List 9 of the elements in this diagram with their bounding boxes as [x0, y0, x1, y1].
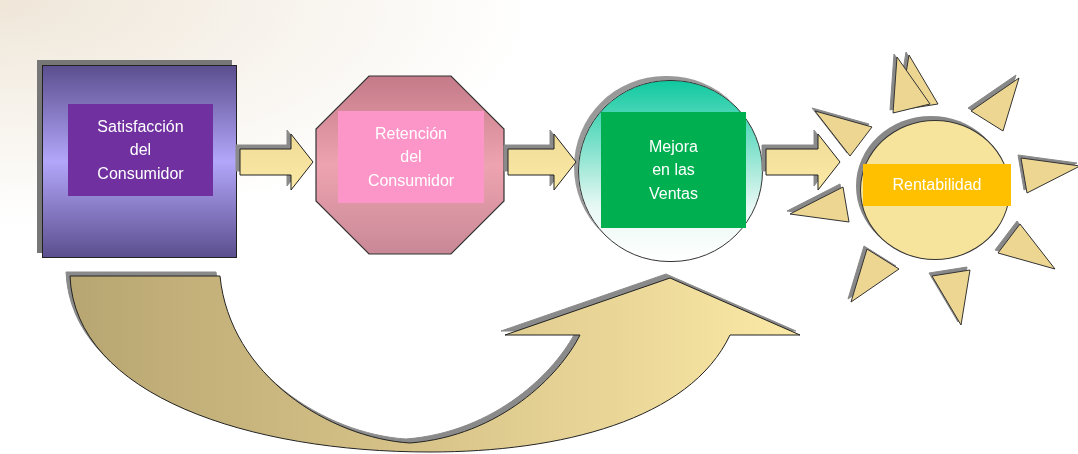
block-arrow: [765, 133, 841, 191]
text-panel: Satisfacción del Consumidor: [68, 104, 213, 196]
octagon-shape: [315, 75, 505, 255]
curved-arrow: [69, 275, 801, 453]
text-panel: Mejora en las Ventas: [601, 112, 746, 228]
text-panel: Retención del Consumidor: [338, 111, 484, 203]
text-panel: Rentabilidad: [863, 164, 1011, 206]
block-arrow: [239, 133, 314, 191]
block-arrow: [507, 133, 577, 191]
